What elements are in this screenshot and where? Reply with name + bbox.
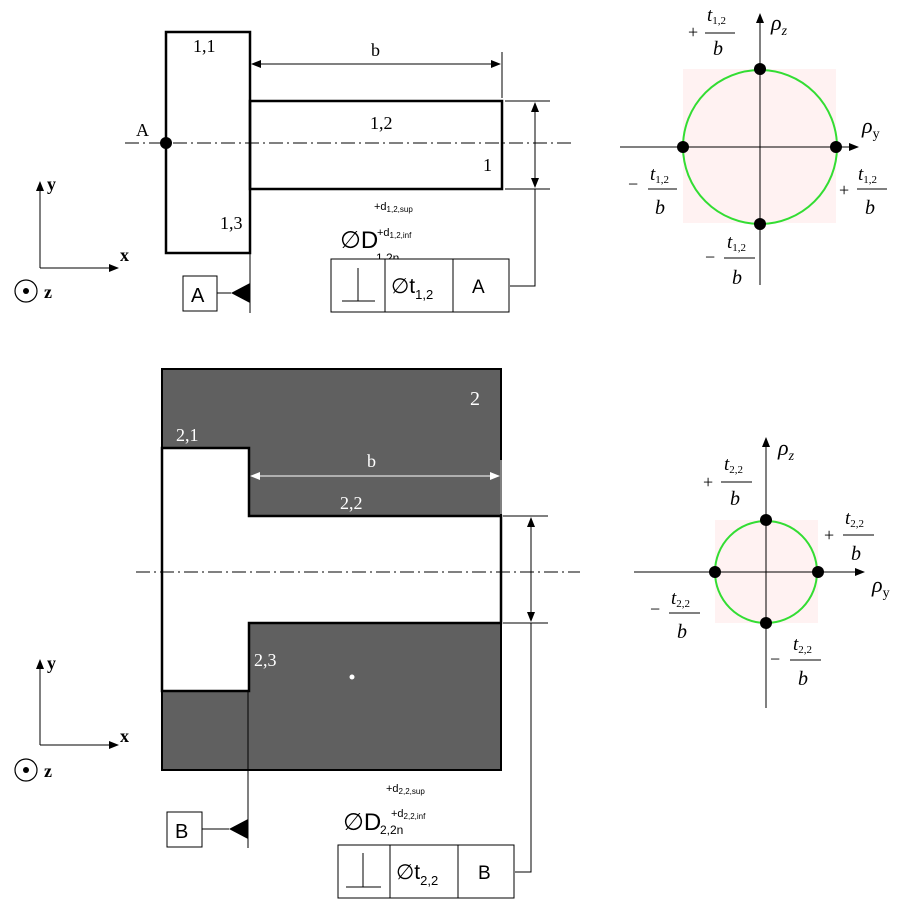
- frame-datum-ref-2: B: [478, 863, 491, 884]
- svg-text:+: +: [824, 525, 834, 545]
- svg-text:+: +: [703, 472, 713, 492]
- svg-text:b: b: [677, 621, 687, 643]
- svg-text:t1,2: t1,2: [858, 164, 877, 186]
- perpendicularity-icon: [342, 268, 375, 302]
- rho-z-label-top: ρz: [770, 10, 788, 39]
- feature-control-frame-2: ∅t2,2 B: [337, 844, 515, 899]
- datum-point-a: [160, 137, 172, 149]
- axis-z-label-2: z: [44, 761, 52, 781]
- axis-x-label: x: [120, 245, 129, 265]
- tol-upper-2: +d2,2,sup: [386, 783, 425, 796]
- svg-text:b: b: [851, 543, 861, 565]
- label-plus-top: + t1,2 b: [688, 5, 735, 60]
- leader-to-frame-2: [515, 623, 532, 873]
- axes-bottom: y x z: [14, 653, 129, 782]
- axes-top: y x z: [14, 174, 129, 303]
- part-1: A 1,1 1,2 1,3 1 b +d1,2,sup ∅D 1,2n +d1,…: [125, 30, 572, 313]
- svg-text:b: b: [655, 197, 665, 219]
- point-top: [754, 63, 766, 75]
- label-plus-right: + t1,2 b: [839, 164, 887, 219]
- svg-text:−: −: [705, 247, 715, 267]
- point-bottom: [754, 218, 766, 230]
- datum-box-b: [166, 811, 203, 848]
- b-dimension-label-2: b: [367, 451, 376, 471]
- datum-box-b-label: B: [175, 821, 188, 843]
- part-2: 2 2,1 2,2 2,3 b +d2,2,sup ∅D 2,2n +d2,2,…: [136, 368, 580, 899]
- label-minus-bottom: − t1,2 b: [705, 232, 755, 289]
- svg-text:+: +: [839, 180, 849, 200]
- svg-text:t1,2: t1,2: [727, 232, 746, 254]
- svg-text:t2,2: t2,2: [671, 588, 690, 610]
- part-2-bore: [160, 446, 503, 693]
- svg-text:−: −: [650, 599, 660, 619]
- svg-text:b: b: [732, 267, 742, 289]
- svg-text:−: −: [628, 174, 638, 194]
- datum-triangle-a: [231, 283, 250, 303]
- svg-text:b: b: [865, 197, 875, 219]
- axis-y-label-2: y: [47, 653, 56, 673]
- svg-text:b: b: [798, 668, 808, 690]
- leader-to-frame: [510, 189, 536, 287]
- svg-text:t1,2: t1,2: [707, 5, 726, 27]
- rho-z-label-bottom: ρz: [777, 435, 795, 464]
- point-right: [830, 141, 842, 153]
- svg-text:b: b: [730, 488, 740, 510]
- perpendicularity-icon-2: [346, 853, 381, 888]
- frame-tolerance: ∅t1,2: [391, 275, 433, 302]
- axis-z-label: z: [44, 282, 52, 302]
- tol-upper: +d1,2,sup: [374, 201, 413, 214]
- part-1-number: 1: [483, 155, 492, 175]
- polar-chart-top: ρz ρy + t1,2 b − t1,2 b + t1,2 b − t1,2: [620, 5, 887, 289]
- svg-text:b: b: [713, 38, 723, 60]
- datum-point-a-label: A: [136, 120, 149, 140]
- frame-datum-ref: A: [472, 277, 485, 298]
- surface-2-1-label: 2,1: [176, 425, 199, 445]
- svg-text:+: +: [688, 22, 698, 42]
- b-dimension-label: b: [371, 40, 380, 60]
- surface-1-2-label: 1,2: [370, 113, 393, 133]
- axis-y-label: y: [47, 174, 56, 194]
- axis-x-label-2: x: [120, 726, 129, 746]
- label-plus-right-2: + t2,2 b: [824, 508, 874, 565]
- tol-lower-2: +d2,2,inf: [391, 808, 426, 821]
- svg-text:t2,2: t2,2: [724, 454, 743, 476]
- surface-1-1-label: 1,1: [193, 36, 216, 56]
- tol-lower: +d1,2,inf: [377, 227, 412, 240]
- surface-2-2-label: 2,2: [340, 493, 363, 513]
- feature-control-frame-1: ∅t1,2 A: [330, 258, 510, 313]
- label-plus-top-2: + t2,2 b: [703, 454, 752, 510]
- part-1-shaft: [248, 99, 504, 191]
- z-axis-out-icon-2: [14, 758, 38, 782]
- part-2-number: 2: [470, 388, 480, 410]
- surface-2-3-label: 2,3: [254, 650, 277, 670]
- rho-y-label-top: ρy: [861, 113, 880, 142]
- label-minus-left-2: − t2,2 b: [650, 588, 700, 643]
- diameter-symbol-2: ∅D: [343, 809, 381, 836]
- polar-chart-bottom: ρz ρy + t2,2 b + t2,2 b − t2,2 b − t2,2: [634, 435, 890, 708]
- svg-text:t1,2: t1,2: [650, 164, 669, 186]
- svg-text:t2,2: t2,2: [845, 508, 864, 530]
- diameter-symbol: ∅D: [340, 227, 378, 254]
- svg-text:−: −: [770, 649, 780, 669]
- label-minus-bottom-2: − t2,2 b: [770, 634, 821, 690]
- datum-box-a: [182, 275, 218, 312]
- label-minus-left: − t1,2 b: [628, 164, 677, 219]
- point-left: [677, 141, 689, 153]
- diameter-sub-2: 2,2n: [380, 823, 403, 837]
- frame-tolerance-2: ∅t2,2: [396, 861, 438, 888]
- datum-box-a-label: A: [191, 285, 205, 307]
- surface-1-3-label: 1,3: [220, 213, 243, 233]
- z-axis-out-icon: [14, 279, 38, 303]
- datum-triangle-b: [229, 819, 248, 839]
- rho-y-label-bottom: ρy: [871, 572, 890, 601]
- svg-text:t2,2: t2,2: [793, 634, 812, 656]
